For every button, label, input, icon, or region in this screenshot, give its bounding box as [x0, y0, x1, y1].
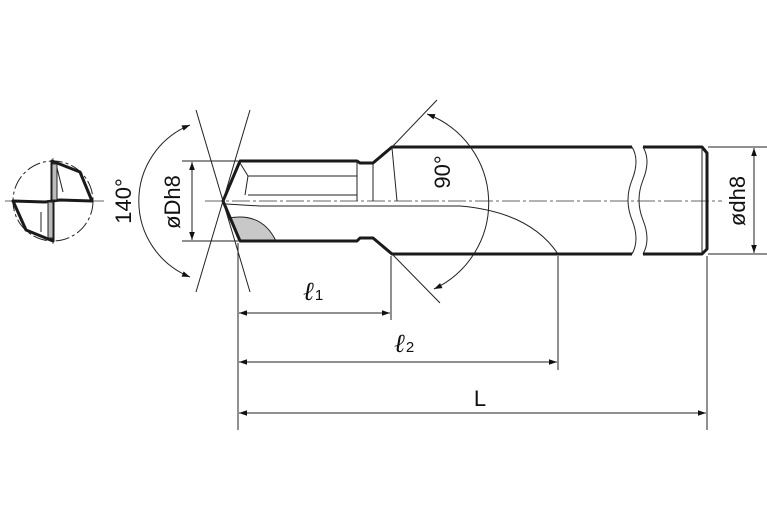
point-angle-dimension: 140° [111, 109, 251, 293]
chamfer-angle-dimension: 90° [391, 99, 490, 304]
l1-label: ℓ1 [303, 277, 323, 307]
head-diameter-dimension: øDh8 [160, 160, 238, 242]
length-dimensions: ℓ1 ℓ2 L [237, 243, 708, 430]
drill-body [221, 145, 709, 256]
shank-diameter-dimension: ødh8 [708, 146, 767, 255]
end-view [5, 158, 105, 244]
head-diameter-label: øDh8 [160, 175, 185, 229]
chamfer-angle-label: 90° [430, 155, 455, 188]
point-angle-label: 140° [111, 178, 136, 224]
total-length-label: L [474, 386, 486, 411]
shank-diameter-label: ødh8 [725, 176, 750, 226]
l2-label: ℓ2 [394, 329, 414, 359]
